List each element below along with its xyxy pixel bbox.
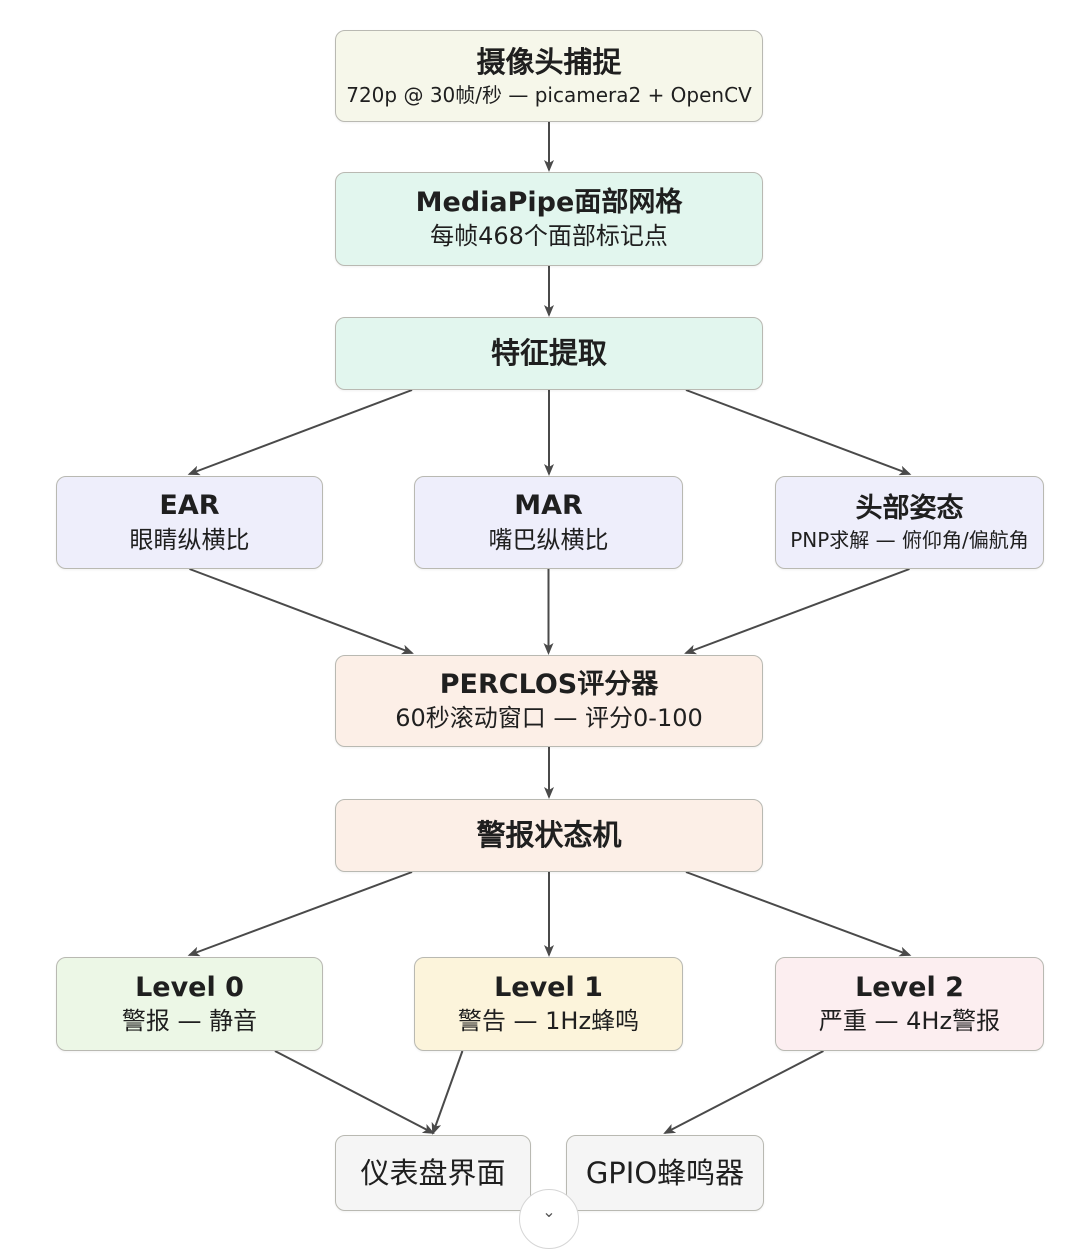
node-title: MAR bbox=[514, 490, 583, 522]
node-subtitle: 眼睛纵横比 bbox=[129, 525, 250, 554]
edge-level2-to-gpio bbox=[663, 1050, 824, 1134]
node-title: GPIO蜂鸣器 bbox=[585, 1155, 745, 1190]
node-perclos-scorer: PERCLOS评分器 60秒滚动窗口 — 评分0-100 bbox=[335, 655, 763, 747]
pipeline-diagram: 摄像头捕捉 720p @ 30帧/秒 — picamera2 + OpenCV … bbox=[56, 30, 1044, 1249]
node-title: 警报状态机 bbox=[476, 818, 622, 853]
edge-head-to-perclos bbox=[684, 568, 910, 655]
node-subtitle: 警报 — 静音 bbox=[121, 1007, 258, 1036]
edge-alarm-to-level2 bbox=[685, 871, 912, 957]
node-title: Level 1 bbox=[494, 971, 603, 1003]
node-head-pose: 头部姿态 PNP求解 — 俯仰角/偏航角 bbox=[775, 476, 1044, 569]
node-feature-extraction: 特征提取 bbox=[335, 317, 763, 390]
node-subtitle: PNP求解 — 俯仰角/偏航角 bbox=[790, 528, 1029, 553]
node-title: PERCLOS评分器 bbox=[439, 668, 659, 700]
node-title: 特征提取 bbox=[490, 336, 607, 371]
node-title: Level 2 bbox=[855, 971, 964, 1003]
edge-level0-to-dashboard bbox=[274, 1050, 435, 1134]
node-alarm-state-machine: 警报状态机 bbox=[335, 799, 763, 872]
node-dashboard-ui: 仪表盘界面 bbox=[335, 1135, 531, 1211]
node-subtitle: 720p @ 30帧/秒 — picamera2 + OpenCV bbox=[346, 83, 752, 108]
node-subtitle: 警告 — 1Hz蜂鸣 bbox=[457, 1007, 640, 1036]
edge-level1-to-dashboard bbox=[431, 1050, 464, 1135]
node-title: Level 0 bbox=[135, 971, 244, 1003]
node-subtitle: 嘴巴纵横比 bbox=[488, 525, 609, 554]
node-title: 头部姿态 bbox=[855, 492, 964, 524]
node-title: MediaPipe面部网格 bbox=[415, 186, 683, 218]
node-title: EAR bbox=[159, 490, 220, 522]
edge-ear-to-perclos bbox=[189, 568, 414, 655]
node-subtitle: 每帧468个面部标记点 bbox=[430, 222, 668, 251]
node-mar: MAR 嘴巴纵横比 bbox=[414, 476, 683, 569]
edge-alarm-to-level0 bbox=[187, 871, 413, 957]
node-title: 仪表盘界面 bbox=[360, 1155, 506, 1190]
node-level-2: Level 2 严重 — 4Hz警报 bbox=[775, 957, 1044, 1051]
node-title: 摄像头捕捉 bbox=[476, 44, 622, 79]
node-gpio-buzzer: GPIO蜂鸣器 bbox=[566, 1135, 764, 1211]
chevron-down-icon[interactable]: ⌄ bbox=[519, 1189, 579, 1249]
edge-features-to-head bbox=[685, 389, 912, 476]
node-ear: EAR 眼睛纵横比 bbox=[56, 476, 323, 569]
node-face-mesh: MediaPipe面部网格 每帧468个面部标记点 bbox=[335, 172, 763, 266]
edge-features-to-ear bbox=[187, 389, 413, 476]
edge-layer bbox=[187, 122, 912, 1135]
node-level-0: Level 0 警报 — 静音 bbox=[56, 957, 323, 1051]
node-subtitle: 严重 — 4Hz警报 bbox=[818, 1007, 1001, 1036]
node-camera-capture: 摄像头捕捉 720p @ 30帧/秒 — picamera2 + OpenCV bbox=[335, 30, 763, 122]
node-subtitle: 60秒滚动窗口 — 评分0-100 bbox=[395, 704, 703, 733]
node-level-1: Level 1 警告 — 1Hz蜂鸣 bbox=[414, 957, 683, 1051]
